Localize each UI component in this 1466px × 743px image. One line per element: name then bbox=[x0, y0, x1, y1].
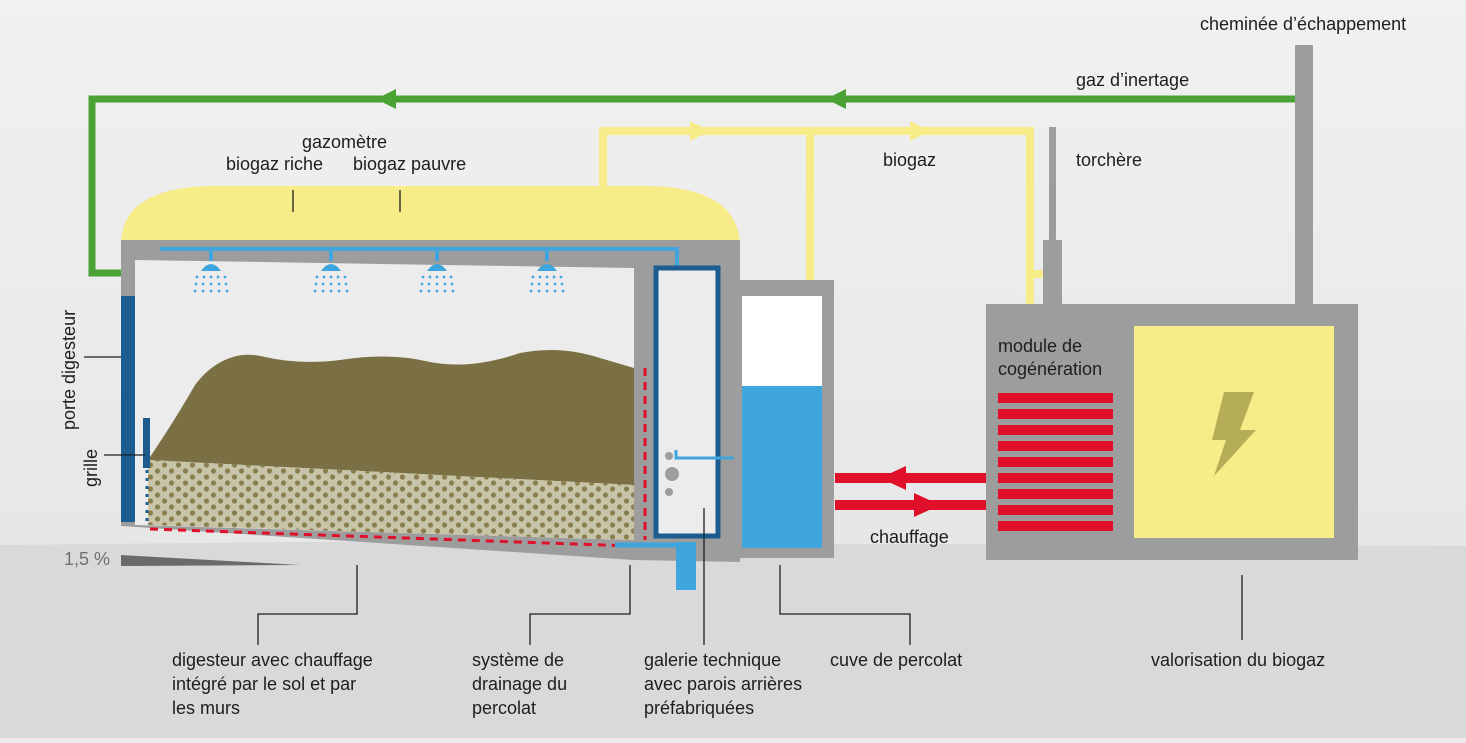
sprinkler-icon bbox=[419, 249, 455, 293]
inert-gas-label: gaz d’inertage bbox=[1076, 70, 1189, 90]
technical-gallery bbox=[615, 265, 739, 590]
heating-label: chauffage bbox=[870, 527, 949, 547]
ground bbox=[0, 542, 1466, 738]
substrate bbox=[148, 349, 634, 485]
digester-label-line2: intégré par le sol et par bbox=[172, 674, 356, 694]
drainage-label-line3: percolat bbox=[472, 698, 536, 718]
leader-lines bbox=[84, 190, 1243, 645]
chp-label-line2: cogénération bbox=[998, 359, 1102, 379]
drainage-label-line2: drainage du bbox=[472, 674, 567, 694]
gallery-label-line2: avec parois arrières bbox=[644, 674, 802, 694]
digester-door bbox=[121, 296, 135, 522]
lightning-icon bbox=[1212, 392, 1256, 476]
percolate-liquid bbox=[742, 386, 822, 548]
slope-wedge bbox=[121, 555, 300, 566]
arrow-right-icon bbox=[914, 493, 940, 517]
slope-label: 1,5 % bbox=[64, 549, 110, 569]
sprinkler-icon bbox=[313, 249, 349, 293]
grid-label: grille bbox=[81, 449, 101, 487]
sprinkler-icon bbox=[193, 249, 229, 293]
labels: cheminée d’échappement gaz d’inertage ga… bbox=[59, 14, 1406, 718]
sprinkler-icon bbox=[529, 249, 565, 293]
flare-label: torchère bbox=[1076, 150, 1142, 170]
drain-outlet bbox=[676, 542, 696, 590]
floor-heating bbox=[149, 527, 633, 548]
gallery-label-line3: préfabriquées bbox=[644, 698, 754, 718]
digester-label-line3: les murs bbox=[172, 698, 240, 718]
percolate-tank bbox=[734, 280, 834, 558]
gasometer-label: gazomètre bbox=[302, 132, 387, 152]
tank-label: cuve de percolat bbox=[830, 650, 962, 670]
arrow-left-icon bbox=[880, 466, 906, 490]
chimney-label: cheminée d’échappement bbox=[1200, 14, 1406, 34]
heat-exchanger bbox=[998, 393, 1113, 531]
digester-label-line1: digesteur avec chauffage bbox=[172, 650, 373, 670]
chp-module bbox=[986, 304, 1358, 560]
drainage-label-line1: système de bbox=[472, 650, 564, 670]
gallery-label-line1: galerie technique bbox=[644, 650, 781, 670]
arrow-left-icon bbox=[376, 89, 396, 109]
inert-gas-pipe bbox=[88, 89, 1304, 277]
gasometer bbox=[121, 186, 740, 245]
chp-label-line1: module de bbox=[998, 336, 1082, 356]
valorisation-label: valorisation du biogaz bbox=[1151, 650, 1325, 670]
biogas-label: biogaz bbox=[883, 150, 936, 170]
poor-biogas-label: biogaz pauvre bbox=[353, 154, 466, 174]
grid-bar bbox=[143, 418, 150, 468]
flare bbox=[1043, 127, 1062, 307]
rich-biogas-label: biogaz riche bbox=[226, 154, 323, 174]
digester-door-label: porte digesteur bbox=[59, 310, 79, 430]
arrow-right-icon bbox=[690, 121, 710, 141]
digester bbox=[121, 240, 740, 562]
arrow-left-icon bbox=[826, 89, 846, 109]
exhaust-chimney bbox=[1295, 45, 1313, 307]
arrow-right-icon bbox=[910, 121, 930, 141]
gravel-bed bbox=[148, 460, 634, 540]
